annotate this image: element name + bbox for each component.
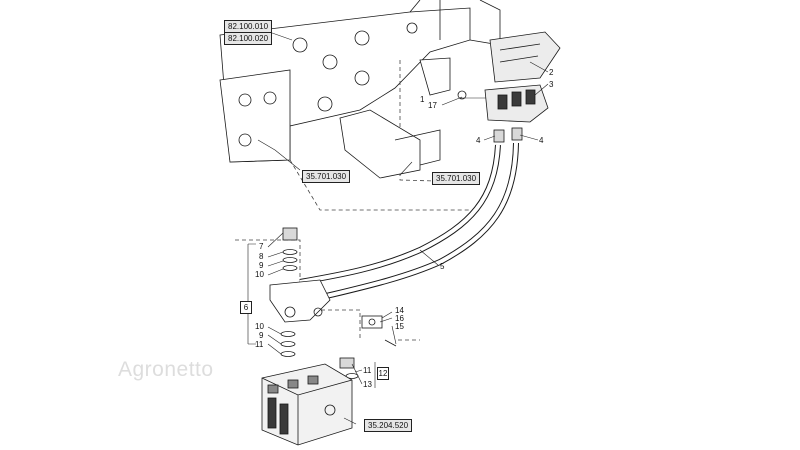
seal-ring (280, 341, 296, 347)
manifold-port (313, 307, 323, 317)
ref-box: 35.701.030 (302, 170, 351, 183)
leader-line (343, 417, 357, 425)
leader-line (257, 139, 301, 171)
leader-line (519, 134, 539, 141)
valve-port (324, 404, 336, 416)
phantom-line (235, 239, 301, 310)
leader-line (391, 325, 397, 345)
callout-17: 17 (428, 101, 437, 110)
callout-15: 15 (395, 322, 404, 331)
leader-line (441, 96, 463, 106)
clamp-hole (368, 318, 376, 326)
ref-box: 82.100.020 (224, 32, 273, 45)
callout-10: 10 (255, 322, 264, 331)
callout-13: 13 (363, 380, 372, 389)
callout-1: 1 (420, 95, 425, 104)
coupler-block-upper (489, 31, 561, 83)
washer-17 (457, 90, 467, 100)
leader-line (534, 83, 549, 96)
frame-upper-beam (409, 0, 501, 46)
leader-line (529, 61, 549, 73)
adapter-13 (339, 357, 355, 369)
fitting-7 (282, 227, 298, 241)
leader-line (267, 326, 282, 335)
callout-11: 11 (363, 366, 372, 375)
frame-hole (354, 30, 370, 46)
manifold-fitting (269, 279, 331, 323)
callout-10: 10 (255, 270, 264, 279)
leader-line (379, 317, 393, 323)
callout-16: 16 (395, 314, 404, 323)
callout-4: 4 (476, 136, 481, 145)
ref-box: 35.701.030 (432, 172, 481, 185)
callout-4: 4 (539, 136, 544, 145)
seal-ring (282, 265, 298, 271)
callout-9: 9 (259, 261, 264, 270)
bracket-left (339, 109, 421, 179)
callout-8: 8 (259, 252, 264, 261)
callout-7: 7 (259, 242, 264, 251)
leader-line (419, 249, 439, 266)
callout-14: 14 (395, 306, 404, 315)
seal-ring (280, 331, 296, 337)
frame-hole (354, 70, 370, 86)
seal-ring (280, 351, 296, 357)
clamp-14 (361, 315, 383, 329)
phantom-line (399, 60, 471, 183)
callout-9: 9 (259, 331, 264, 340)
leader-line (267, 251, 284, 258)
frame-bolt (263, 91, 277, 105)
callout-11: 11 (255, 340, 264, 349)
leader-line (267, 232, 284, 248)
phantom-line (289, 159, 470, 211)
frame-hole (406, 22, 418, 34)
callout-12: 12 (377, 367, 389, 380)
callout-6: 6 (240, 301, 252, 314)
leader-line (267, 334, 282, 345)
adapter-right (511, 127, 523, 141)
manifold-port (284, 306, 296, 318)
leader-line (381, 311, 393, 319)
adapter-left (493, 129, 505, 143)
callout-3: 3 (549, 80, 554, 89)
watermark: Agronetto (118, 358, 214, 381)
frame-bolt (238, 133, 252, 147)
leader-line (483, 135, 496, 141)
seal-ring (282, 249, 298, 255)
callout-2: 2 (549, 68, 554, 77)
frame-plate (219, 69, 291, 163)
frame-hole (292, 37, 308, 53)
frame-hole (322, 54, 338, 70)
bolt-15 (384, 339, 397, 347)
phantom-line (300, 309, 361, 340)
seal-ring (282, 257, 298, 263)
leader-line (399, 161, 413, 176)
leader-line (248, 243, 256, 345)
leader-line (267, 260, 284, 267)
callout-5: 5 (440, 262, 445, 271)
leader-line (351, 363, 363, 385)
leader-line (267, 343, 282, 355)
ref-box: 35.204.520 (364, 419, 413, 432)
bracket-right (419, 57, 451, 96)
frame-bolt (238, 93, 252, 107)
leader-line (267, 268, 284, 276)
frame-hole (317, 96, 333, 112)
